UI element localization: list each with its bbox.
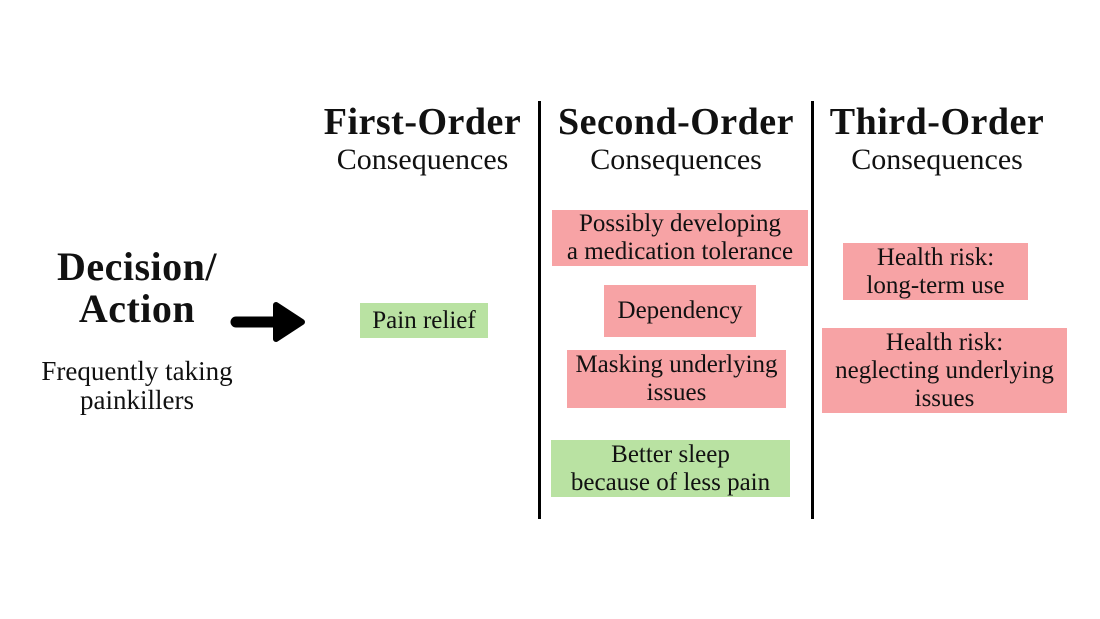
box-medication-tolerance: Possibly developing a medication toleran… — [552, 210, 808, 266]
column-header-first-order: First-Order Consequences — [305, 101, 540, 177]
column-header-second-order: Second-Order Consequences — [543, 101, 809, 177]
box-pain-relief: Pain relief — [360, 303, 488, 338]
box-masking-underlying-issues: Masking underlying issues — [567, 350, 786, 408]
column-subtitle: Consequences — [851, 143, 1023, 176]
box-health-risk-neglecting-issues: Health risk: neglecting underlying issue… — [822, 328, 1067, 413]
column-subtitle: Consequences — [336, 143, 509, 176]
column-title: Second-Order — [557, 101, 795, 143]
column-header-third-order: Third-Order Consequences — [812, 101, 1062, 177]
box-better-sleep: Better sleep because of less pain — [551, 440, 790, 497]
column-title: First-Order — [323, 101, 522, 143]
column-subtitle: Consequences — [590, 143, 762, 176]
column-title: Third-Order — [829, 101, 1045, 143]
decision-action-title: Decision/ Action — [56, 244, 218, 331]
decision-action-block: Decision/ Action Frequently taking paink… — [15, 246, 259, 415]
column-divider-1 — [538, 101, 541, 519]
box-dependency: Dependency — [604, 285, 756, 337]
box-health-risk-long-term-use: Health risk: long-term use — [843, 243, 1028, 300]
column-divider-2 — [811, 101, 814, 519]
right-arrow-icon — [230, 302, 305, 342]
decision-action-description: Frequently taking painkillers — [41, 356, 233, 415]
